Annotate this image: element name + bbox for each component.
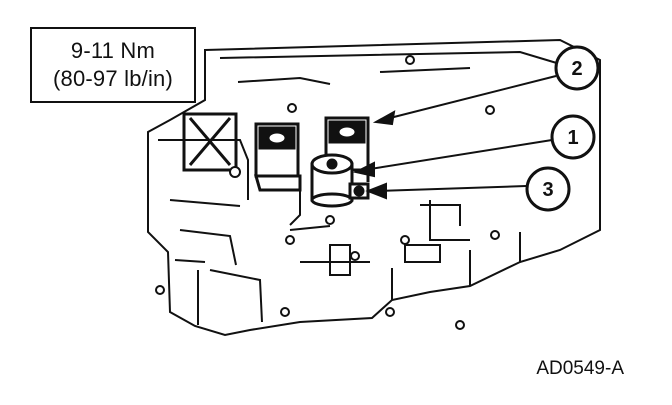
torque-spec-metric: 9-11 Nm — [70, 38, 156, 63]
torque-spec-box: 9-11 Nm (80-97 lb/in) — [30, 27, 196, 103]
torque-spec-imperial: (80-97 lb/in) — [53, 66, 173, 91]
leader-lines — [353, 75, 557, 200]
callout-2: 2 — [554, 45, 600, 91]
cylindrical-solenoid — [310, 153, 354, 208]
callout-3-label: 3 — [542, 179, 553, 201]
bracket-x-brace — [182, 112, 238, 172]
solenoid-pair — [254, 116, 370, 192]
callout-1-label: 1 — [567, 127, 578, 149]
figure-id-label: AD0549-A — [536, 358, 624, 379]
valve-body-casting — [147, 38, 601, 337]
callout-2-label: 2 — [571, 58, 582, 80]
callout-1: 1 — [550, 114, 596, 160]
callout-3: 3 — [525, 166, 571, 212]
